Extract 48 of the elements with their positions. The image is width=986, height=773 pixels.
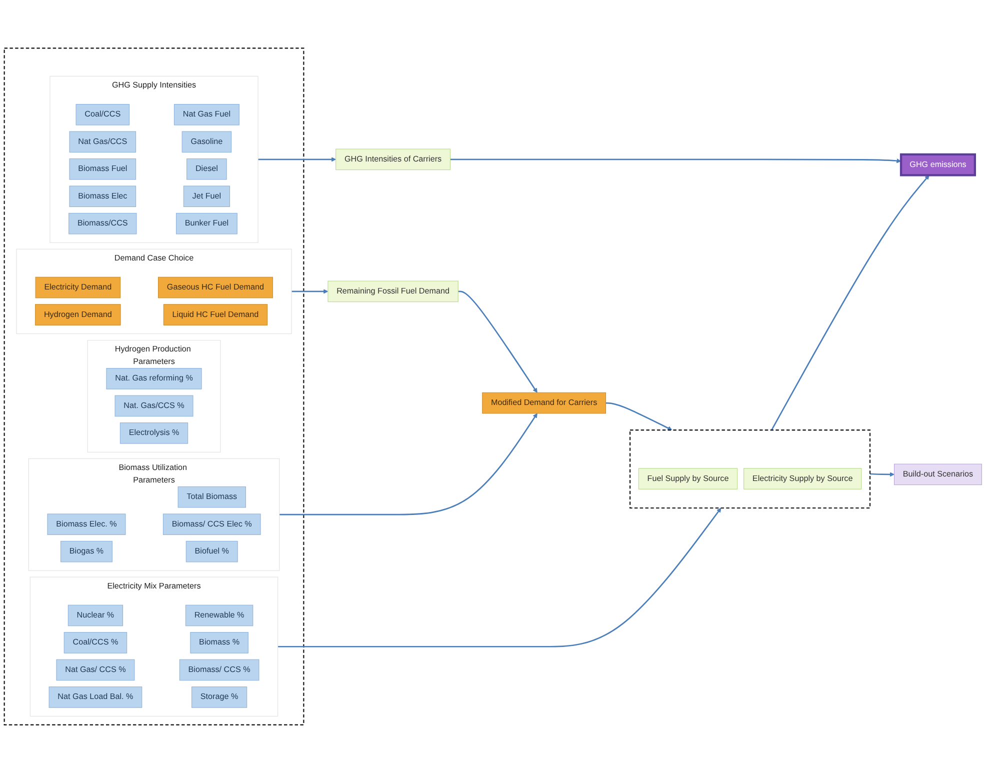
node-box: Jet Fuel [183, 186, 230, 208]
node-box: Biomass Elec. % [47, 514, 126, 535]
node-box: Electrolysis % [120, 422, 188, 444]
node-box: Liquid HC Fuel Demand [163, 304, 268, 326]
node-box: Biogas % [60, 540, 112, 562]
node-box: Biomass % [190, 632, 248, 654]
arrow [606, 402, 672, 430]
node-box: Diesel [186, 158, 227, 180]
node-box: Coal/CCS % [64, 632, 128, 654]
node-box: GHG Intensities of Carriers [336, 148, 450, 170]
node-box: Hydrogen Demand [35, 304, 121, 326]
node-box: Bunker Fuel [176, 212, 238, 234]
node-box: Modified Demand for Carriers [482, 392, 606, 414]
arrow [278, 508, 722, 648]
node-box: GHG emissions [900, 153, 976, 176]
node-box: Coal/CCS [76, 104, 130, 126]
node-box: Total Biomass [178, 486, 246, 508]
node-box: Gasoline [182, 131, 232, 153]
node-box: Biofuel % [186, 540, 238, 562]
node-box: Nat Gas Fuel [174, 104, 240, 126]
node-box: Biomass/ CCS Elec % [162, 514, 261, 535]
node-box: Gaseous HC Fuel Demand [158, 276, 273, 298]
node-box: Nat Gas/ CCS % [56, 659, 135, 681]
node-box: Biomass Elec [69, 186, 136, 208]
arrow [450, 158, 902, 164]
node-box: Nat Gas Load Bal. % [48, 686, 142, 708]
node-box: Biomass/CCS [68, 212, 137, 234]
node-box: Biomass/ CCS % [179, 659, 260, 681]
node-box: Remaining Fossil Fuel Demand [328, 280, 458, 302]
arrow [870, 472, 894, 477]
arrow [279, 413, 538, 516]
node-box: Nat. Gas/CCS % [114, 395, 194, 417]
node-box: Renewable % [185, 604, 254, 626]
node-box: Electricity Demand [35, 276, 121, 298]
node-box: Biomass Fuel [69, 158, 136, 180]
node-box: Nat Gas/CCS [69, 131, 136, 153]
arrow [292, 289, 328, 294]
node-box: Nat. Gas reforming % [106, 368, 202, 390]
arrow [771, 174, 930, 430]
arrow [258, 157, 336, 162]
cluster [4, 48, 304, 726]
node-box: Storage % [192, 686, 248, 708]
node-box: Build-out Scenarios [894, 464, 982, 486]
node-box: Nuclear % [68, 604, 124, 626]
arrow [458, 290, 538, 393]
node-box: Fuel Supply by Source [638, 468, 738, 490]
cluster [630, 430, 871, 509]
node-box: Electricity Supply by Source [744, 468, 862, 490]
